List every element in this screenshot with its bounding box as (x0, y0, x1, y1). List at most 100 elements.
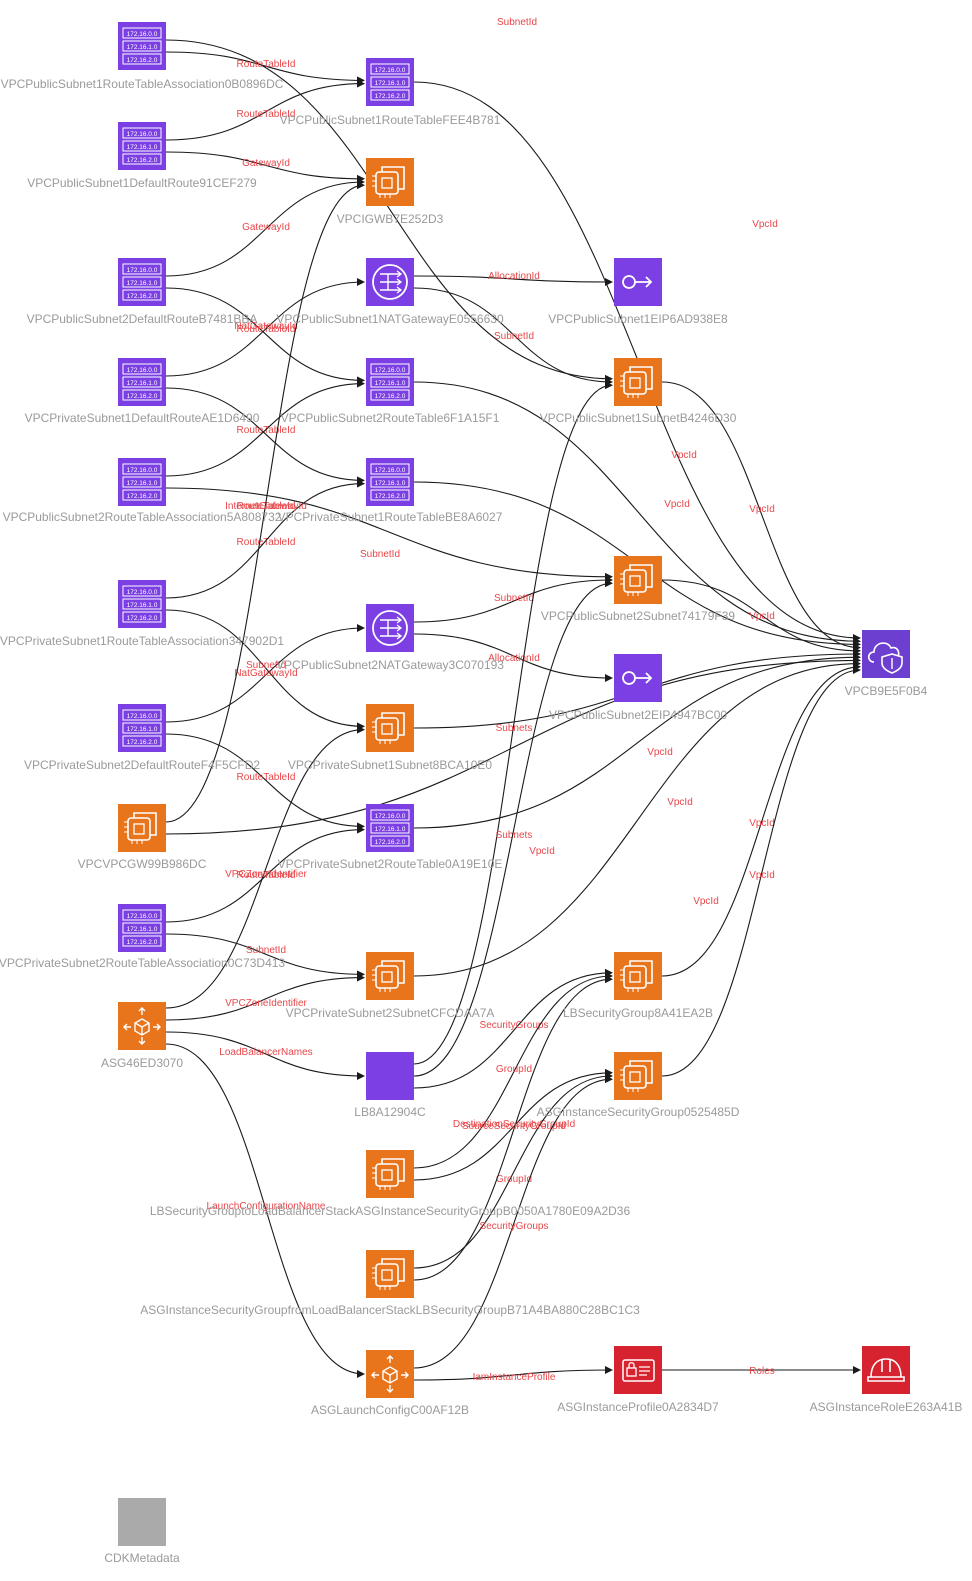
edge-label: Subnets (496, 723, 533, 734)
edge-lbsgto-to-lbsg (413, 972, 613, 1169)
edge-label: VpcId (749, 504, 775, 515)
edge-lbsg-to-vpc (661, 662, 861, 977)
node-label: VPCPublicSubnet2NATGateway3C070193 (276, 658, 504, 672)
svg-text:172.16.2.0: 172.16.2.0 (375, 839, 406, 846)
edge-label: GroupId (496, 1064, 532, 1075)
node-label: VPCPublicSubnet2Subnet74179F39 (541, 609, 735, 623)
svg-text:172.16.0.0: 172.16.0.0 (127, 467, 158, 474)
svg-text:172.16.1.0: 172.16.1.0 (127, 726, 158, 733)
routetable-icon: 172.16.0.0 172.16.1.0 172.16.2.0 (118, 458, 166, 506)
node-label: VPCPrivateSubnet2SubnetCFCDAA7A (286, 1006, 495, 1020)
asg-icon (118, 1002, 166, 1050)
nodes-layer: 172.16.0.0172.16.1.0172.16.2.0VPCPublicS… (0, 22, 962, 1565)
svg-text:172.16.1.0: 172.16.1.0 (127, 480, 158, 487)
node-pub1dr: 172.16.0.0172.16.1.0172.16.2.0VPCPublicS… (27, 122, 257, 190)
svg-text:172.16.0.0: 172.16.0.0 (127, 267, 158, 274)
svg-text:172.16.2.0: 172.16.2.0 (375, 93, 406, 100)
edge-priv2dr-to-priv2rt (165, 733, 365, 831)
svg-text:172.16.1.0: 172.16.1.0 (127, 44, 158, 51)
node-eip1: VPCPublicSubnet1EIP6AD938E8 (548, 258, 728, 326)
edge-label: NatGatewayId (234, 321, 297, 332)
node-irole: ASGInstanceRoleE263A41B (810, 1346, 963, 1414)
node-pub2dr: 172.16.0.0172.16.1.0172.16.2.0VPCPublicS… (27, 258, 257, 326)
edge-label: InternetGatewayId (225, 501, 307, 512)
svg-text:172.16.1.0: 172.16.1.0 (127, 144, 158, 151)
edge-label: RouteTableId (237, 772, 296, 783)
edge-pub1dr-to-igw (165, 151, 365, 183)
node-priv2sn: VPCPrivateSubnet2SubnetCFCDAA7A (286, 952, 495, 1020)
svg-text:172.16.2.0: 172.16.2.0 (127, 393, 158, 400)
node-asgsgfrom: ASGInstanceSecurityGroupfromLoadBalancer… (140, 1250, 640, 1317)
svg-text:172.16.0.0: 172.16.0.0 (127, 131, 158, 138)
edges-layer: SubnetIdRouteTableIdRouteTableIdGatewayI… (165, 17, 861, 1383)
node-label: ASGInstanceSecurityGroupfromLoadBalancer… (140, 1303, 640, 1317)
edge-label: SecurityGroups (480, 1221, 549, 1232)
edge-priv2rta-to-priv2rt (165, 825, 365, 923)
edge-lb-to-pub2sn (413, 579, 613, 1077)
edge-label: VpcId (647, 747, 673, 758)
svg-text:172.16.2.0: 172.16.2.0 (127, 939, 158, 946)
edge-label: RouteTableId (237, 109, 296, 120)
edge-lb-to-pub1sn (413, 381, 613, 1065)
node-label: VPCB9E5F0B4 (845, 684, 928, 698)
edge-pub2dr-to-igw (165, 178, 365, 277)
edge-label: VpcId (529, 846, 555, 857)
nat-icon (366, 258, 414, 306)
edge-label: AllocationId (488, 653, 540, 664)
edge-label: RouteTableId (237, 501, 296, 512)
compute-icon (366, 1150, 414, 1198)
edge-priv2rta-to-priv2sn (165, 933, 365, 979)
node-pub1sn: VPCPublicSubnet1SubnetB4246D30 (540, 358, 737, 425)
edge-label: LoadBalancerNames (219, 1047, 312, 1058)
node-label: VPCPrivateSubnet2DefaultRouteF4F5CFD2 (24, 758, 260, 772)
edge-priv1rta-to-priv1sn (165, 609, 365, 731)
svg-text:172.16.2.0: 172.16.2.0 (127, 493, 158, 500)
edge-label: VpcId (749, 818, 775, 829)
edge-label: SourceSecurityGroupId (462, 1121, 566, 1132)
edge-asg-to-priv1sn (165, 725, 365, 1009)
metadata-icon (118, 1498, 166, 1546)
svg-text:172.16.2.0: 172.16.2.0 (127, 615, 158, 622)
svg-text:172.16.0.0: 172.16.0.0 (127, 367, 158, 374)
edge-priv1dr-to-priv1rt (165, 387, 365, 485)
node-label: VPCPublicSubnet1RouteTableAssociation0B0… (1, 77, 284, 91)
edge-pub1sn-to-vpc (661, 381, 861, 652)
node-lbsg: LBSecurityGroup8A41EA2B (563, 952, 713, 1020)
node-label: VPCPrivateSubnet1RouteTableAssociation34… (0, 634, 284, 648)
edge-vpcgw-to-igw (165, 181, 365, 823)
edge-label: RouteTableId (237, 425, 296, 436)
compute-icon (366, 704, 414, 752)
edge-priv1rta-to-priv1rt (165, 479, 365, 599)
edge-pub2rta-to-pub2sn (165, 487, 613, 581)
node-lc: ASGLaunchConfigC00AF12B (311, 1350, 469, 1417)
edge-label: VpcId (671, 450, 697, 461)
svg-text:172.16.2.0: 172.16.2.0 (375, 393, 406, 400)
svg-text:172.16.2.0: 172.16.2.0 (127, 293, 158, 300)
eip-icon (614, 654, 662, 702)
edge-pub1rta-to-pub1rt (165, 51, 365, 85)
compute-icon (366, 1250, 414, 1298)
edge-label: SecurityGroups (480, 1020, 549, 1031)
svg-text:172.16.0.0: 172.16.0.0 (127, 589, 158, 596)
node-pub2rt: 172.16.0.0172.16.1.0172.16.2.0VPCPublicS… (281, 358, 500, 425)
role-icon (862, 1346, 910, 1394)
edge-asg-to-lc (165, 1043, 365, 1378)
node-pub2rta: 172.16.0.0172.16.1.0172.16.2.0VPCPublicS… (3, 458, 282, 524)
edge-pub2rta-to-pub2rt (165, 379, 365, 477)
svg-text:172.16.0.0: 172.16.0.0 (375, 467, 406, 474)
node-vpc: VPCB9E5F0B4 (845, 630, 928, 698)
node-label: VPCPrivateSubnet2RouteTable0A19E10E (278, 857, 503, 871)
node-priv1rt: 172.16.0.0172.16.1.0172.16.2.0VPCPrivate… (278, 458, 503, 524)
edge-asg-to-lb (165, 1031, 365, 1080)
edge-label: SubnetId (246, 660, 286, 671)
profile-icon (614, 1346, 662, 1394)
node-label: VPCPublicSubnet1DefaultRoute91CEF279 (27, 176, 257, 190)
node-label: ASGInstanceRoleE263A41B (810, 1400, 963, 1414)
edge-lb-to-lbsg (413, 968, 613, 1089)
